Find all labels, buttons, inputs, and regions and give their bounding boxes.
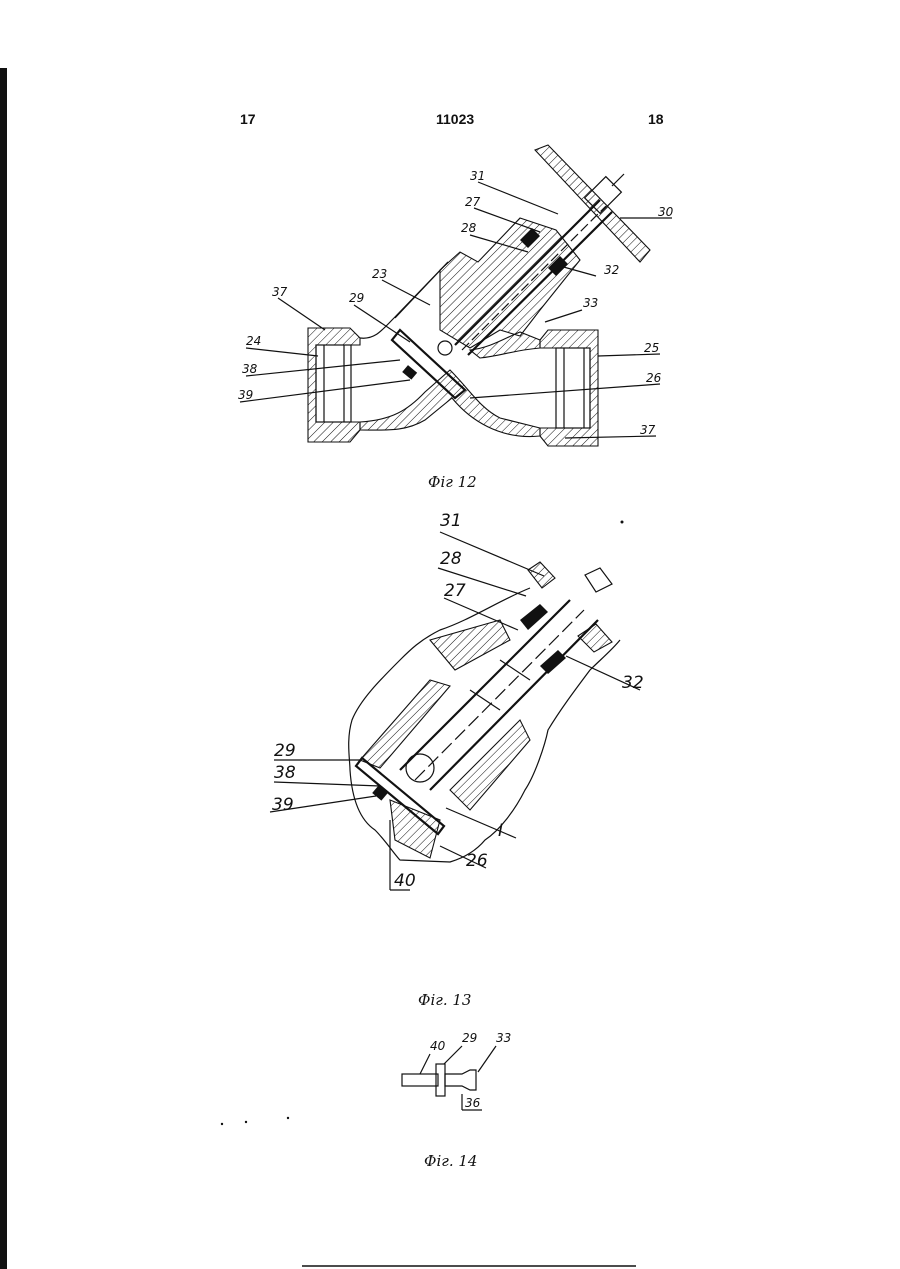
fig12-label-39: 39 [238, 388, 253, 402]
fig12-body-lower [360, 370, 540, 437]
fig12-caption: Фіг 12 [428, 473, 477, 491]
fig14-label-36: 36 [465, 1096, 481, 1110]
fig13-label-29: 29 [274, 741, 296, 761]
fig13-label-31: 31 [440, 511, 462, 531]
fig12-label-37a: 37 [272, 285, 288, 299]
fig14-caption: Фіг. 14 [424, 1152, 477, 1170]
fig13-label-40: 40 [394, 871, 416, 891]
fig12-label-23: 23 [372, 267, 387, 281]
fig14-label-40: 40 [430, 1039, 446, 1053]
fig12-label-32: 32 [604, 263, 619, 277]
fig12-label-24: 24 [246, 334, 261, 348]
fig12-right-fitting [540, 330, 598, 446]
fig13-label-39: 39 [272, 795, 294, 815]
fig13-label-32: 32 [622, 673, 644, 693]
fig12-label-25: 25 [644, 341, 659, 355]
fig12-label-29: 29 [349, 291, 364, 305]
fig13-label-26: 26 [466, 851, 488, 871]
fig14-label-33: 33 [496, 1031, 511, 1045]
fig12-bonnet [440, 218, 580, 348]
fig14-label-29: 29 [462, 1031, 477, 1045]
fig13-label-I: I [498, 821, 503, 841]
fig13-label-27: 27 [444, 581, 466, 601]
fig12-label-26: 26 [646, 371, 662, 385]
fig13-caption: Фіг. 13 [418, 991, 471, 1009]
fig12-label-30: 30 [658, 205, 674, 219]
fig13-label-38: 38 [274, 763, 296, 783]
fig12-label-33: 33 [583, 296, 598, 310]
fig12-label-31: 31 [470, 169, 485, 183]
fig12-label-37b: 37 [640, 423, 656, 437]
figure-12: 31 27 28 30 32 23 29 33 37 24 25 38 26 3… [238, 145, 674, 491]
fig12-label-38: 38 [242, 362, 258, 376]
fig13-label-28: 28 [440, 549, 462, 569]
fig12-label-27: 27 [465, 195, 481, 209]
figure-14: 40 29 33 36 Фіг. 14 [402, 1031, 511, 1170]
fig12-label-28: 28 [461, 221, 477, 235]
figure-13: 31 28 27 32 29 38 39 I 26 40 Фіг. 13 [270, 511, 644, 1009]
